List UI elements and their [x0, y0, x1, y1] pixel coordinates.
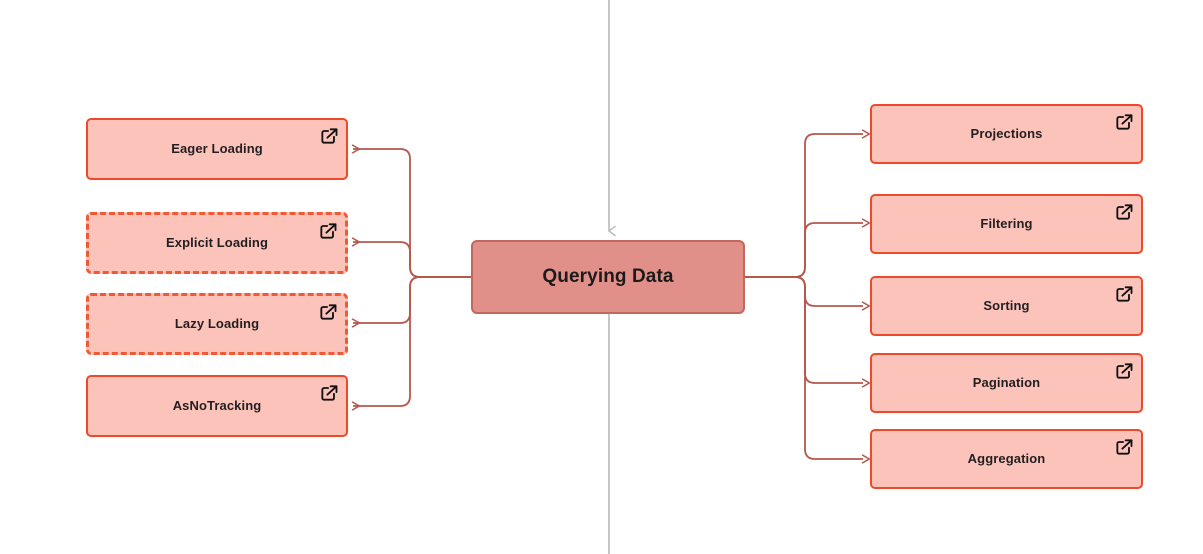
node-label: Sorting [983, 298, 1030, 314]
node-filtering[interactable]: Filtering [870, 194, 1143, 254]
edge-center-to-eager-loading [353, 149, 421, 278]
edge-center-to-pagination [794, 276, 863, 383]
node-label: Explicit Loading [166, 235, 268, 251]
edge-center-to-explicit-loading [353, 242, 421, 278]
external-link-icon[interactable] [1114, 112, 1134, 132]
node-label: Projections [970, 126, 1043, 142]
node-label: Eager Loading [171, 141, 263, 157]
node-explicit-loading[interactable]: Explicit Loading [86, 212, 348, 274]
node-lazy-loading[interactable]: Lazy Loading [86, 293, 348, 355]
external-link-icon[interactable] [1114, 437, 1134, 457]
external-link-icon[interactable] [1114, 361, 1134, 381]
node-label: Aggregation [967, 451, 1046, 467]
edge-center-to-lazy-loading [353, 276, 421, 323]
node-label: Lazy Loading [174, 316, 260, 332]
node-label: AsNoTracking [172, 398, 262, 414]
node-label: Querying Data [542, 265, 674, 287]
edge-center-to-asnotracking [353, 276, 421, 406]
external-link-icon[interactable] [318, 302, 338, 322]
edge-center-to-filtering [794, 223, 863, 278]
node-projections[interactable]: Projections [870, 104, 1143, 164]
node-aggregation[interactable]: Aggregation [870, 429, 1143, 489]
external-link-icon[interactable] [319, 383, 339, 403]
node-label: Filtering [980, 216, 1033, 232]
edge-center-to-sorting [794, 276, 863, 306]
edge-center-to-aggregation [794, 276, 863, 459]
edge-center-to-projections [794, 134, 863, 278]
node-querying-data[interactable]: Querying Data [471, 240, 745, 314]
external-link-icon[interactable] [319, 126, 339, 146]
node-sorting[interactable]: Sorting [870, 276, 1143, 336]
external-link-icon[interactable] [1114, 284, 1134, 304]
external-link-icon[interactable] [318, 221, 338, 241]
node-pagination[interactable]: Pagination [870, 353, 1143, 413]
node-label: Pagination [972, 375, 1041, 391]
external-link-icon[interactable] [1114, 202, 1134, 222]
node-eager-loading[interactable]: Eager Loading [86, 118, 348, 180]
node-asnotracking[interactable]: AsNoTracking [86, 375, 348, 437]
